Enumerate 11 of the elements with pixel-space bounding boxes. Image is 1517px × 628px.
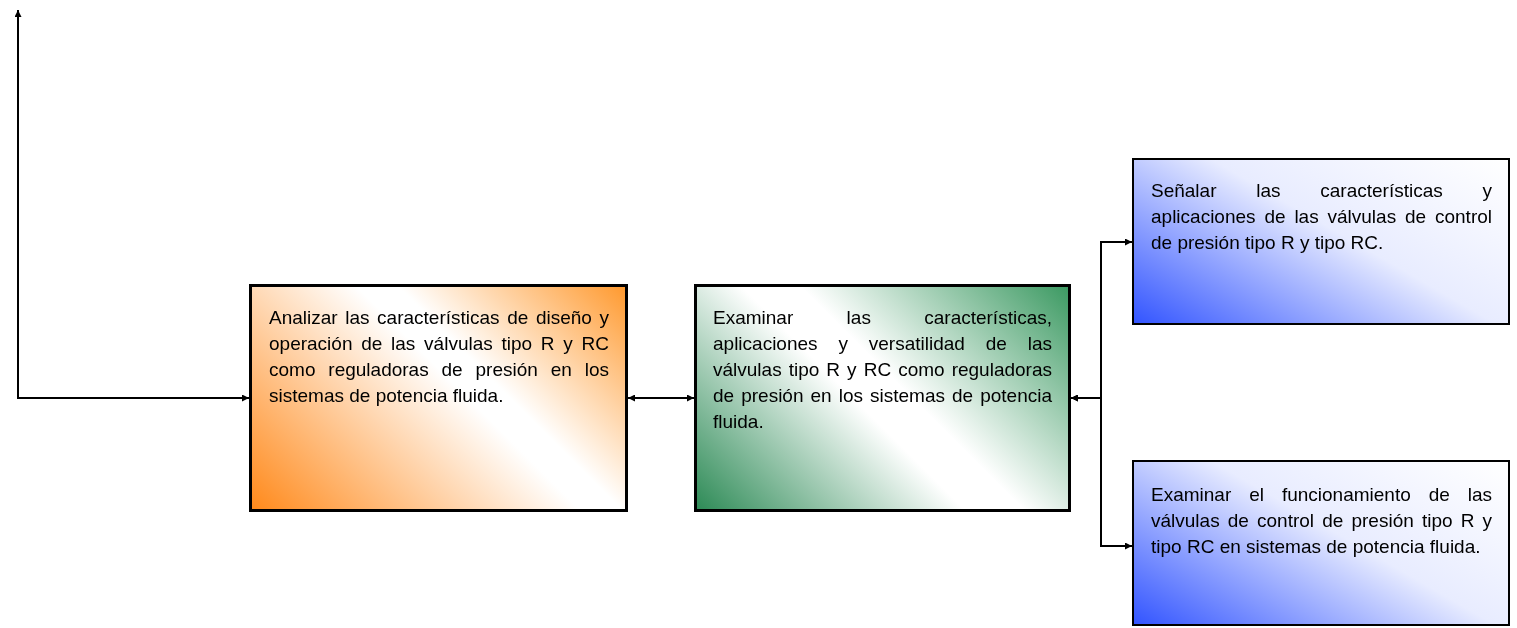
process-box <box>694 284 1071 512</box>
arrow <box>627 394 695 402</box>
box-text: Analizar las características de diseño y operación de las válvulas tipo R y RC como reguladoras de presión en los sistemas de potencia fluida. <box>269 306 609 408</box>
process-box <box>1132 158 1510 325</box>
process-box <box>1132 460 1510 626</box>
box-text: Examinar el funcionamiento de las válvulas de control de presión tipo R y tipo RC en sistemas de potencia fluida. <box>1151 483 1492 559</box>
box-text: Examinar las características, aplicaciones y versatilidad de las válvulas tipo R y RC como reguladoras de presión en los sistemas de potencia fluida. <box>713 306 1052 434</box>
box-text: Señalar las características y aplicaciones de las válvulas de control de presión tipo R y tipo RC. <box>1151 179 1492 255</box>
arrow <box>14 9 250 402</box>
arrow <box>1070 394 1133 550</box>
process-box <box>249 284 628 512</box>
